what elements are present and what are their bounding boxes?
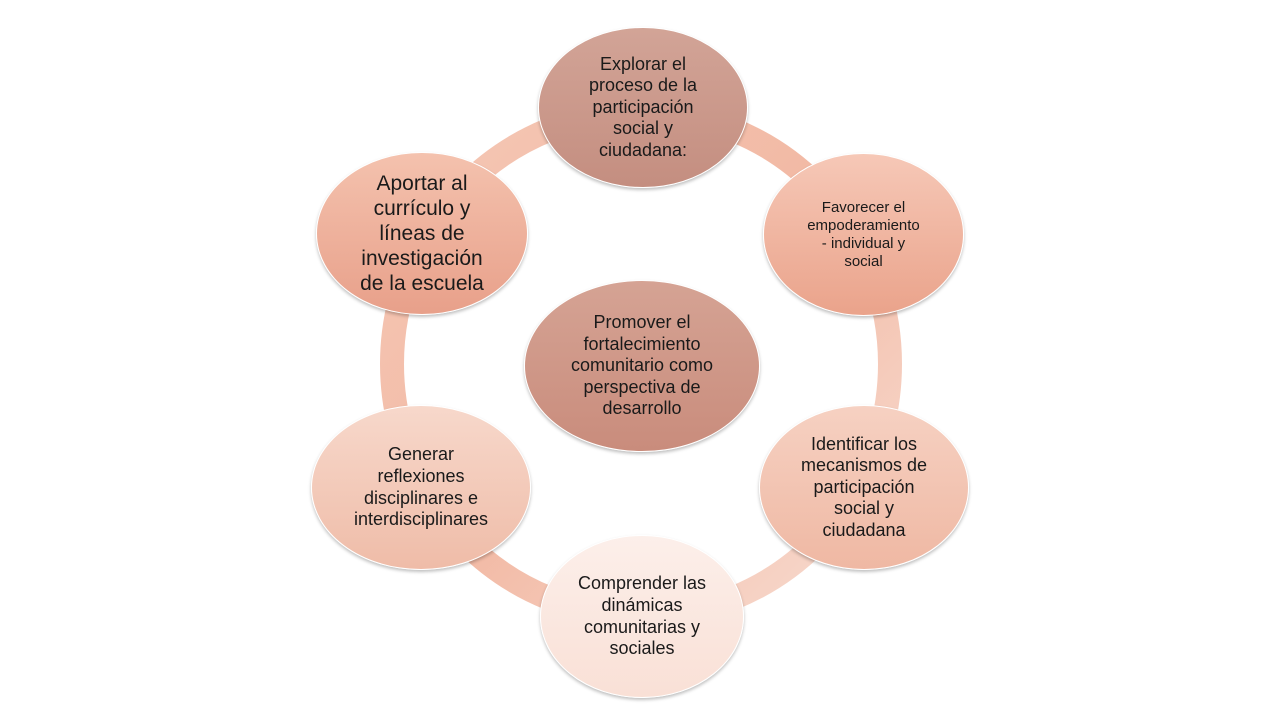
node-generar-label: Generar reflexiones disciplinares e inte… bbox=[353, 444, 489, 530]
node-generar: Generar reflexiones disciplinares e inte… bbox=[311, 405, 531, 570]
node-explorar: Explorar el proceso de la participación … bbox=[538, 27, 748, 188]
node-center-promover: Promover el fortalecimiento comunitario … bbox=[524, 280, 760, 452]
node-aportar: Aportar al currículo y líneas de investi… bbox=[316, 152, 528, 315]
node-identificar: Identificar los mecanismos de participac… bbox=[759, 405, 969, 570]
node-comprender: Comprender las dinámicas comunitarias y … bbox=[540, 535, 744, 698]
node-favorecer-label: Favorecer el empoderamiento - individual… bbox=[807, 198, 920, 270]
node-favorecer: Favorecer el empoderamiento - individual… bbox=[763, 153, 964, 316]
node-aportar-label: Aportar al currículo y líneas de investi… bbox=[360, 171, 484, 296]
node-explorar-label: Explorar el proceso de la participación … bbox=[588, 53, 698, 160]
node-identificar-label: Identificar los mecanismos de participac… bbox=[800, 433, 928, 540]
node-center-label: Promover el fortalecimiento comunitario … bbox=[570, 312, 714, 419]
node-comprender-label: Comprender las dinámicas comunitarias y … bbox=[577, 573, 707, 659]
